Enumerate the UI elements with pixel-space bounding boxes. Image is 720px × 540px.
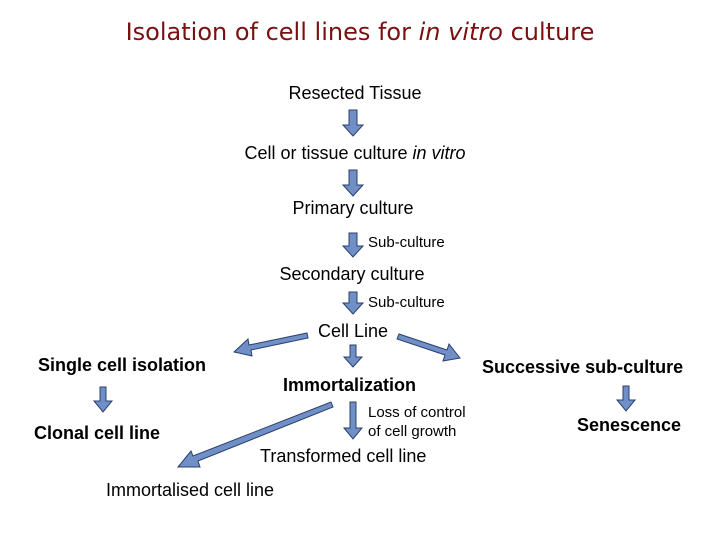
arrow-secondary-to-cellline bbox=[341, 291, 365, 315]
node-resected-tissue: Resected Tissue bbox=[288, 83, 422, 103]
arrow-cellline-to-immortalization bbox=[342, 344, 364, 368]
node-clonal-cell-line: Clonal cell line bbox=[34, 423, 161, 443]
node-single-cell-isolation: Single cell isolation bbox=[38, 355, 207, 375]
label-loss-of-control-1: Loss of control bbox=[368, 404, 466, 421]
arrow-single-to-clonal bbox=[92, 386, 114, 413]
node-immortalization: Immortalization bbox=[283, 375, 417, 395]
node-senescence: Senescence bbox=[577, 415, 682, 435]
node-primary-culture: Primary culture bbox=[292, 198, 414, 218]
node-secondary-culture: Secondary culture bbox=[279, 264, 425, 284]
arrow-resected-to-culture bbox=[341, 109, 365, 137]
arrow-to-immortalised bbox=[176, 401, 334, 468]
label-subculture-1: Sub-culture bbox=[368, 234, 445, 251]
label-subculture-2: Sub-culture bbox=[368, 294, 445, 311]
arrow-successive-to-senescence bbox=[615, 385, 637, 412]
label-loss-of-control-2: of cell growth bbox=[368, 423, 457, 440]
node-cell-line: Cell Line bbox=[317, 321, 389, 341]
node-successive-subculture: Successive sub-culture bbox=[482, 357, 684, 377]
node-immortalised-cell-line: Immortalised cell line bbox=[106, 480, 275, 500]
arrow-cellline-to-single bbox=[232, 332, 309, 357]
diagram-title: Isolation of cell lines for in vitro cul… bbox=[125, 18, 595, 46]
arrow-primary-to-secondary bbox=[341, 232, 365, 258]
arrow-culture-to-primary bbox=[341, 169, 365, 197]
arrow-cellline-to-successive bbox=[396, 333, 461, 362]
arrow-immortalization-to-transformed bbox=[342, 401, 364, 440]
node-transformed-cell-line: Transformed cell line bbox=[260, 446, 427, 466]
node-cell-or-tissue-culture: Cell or tissue culture in vitro bbox=[244, 143, 466, 163]
